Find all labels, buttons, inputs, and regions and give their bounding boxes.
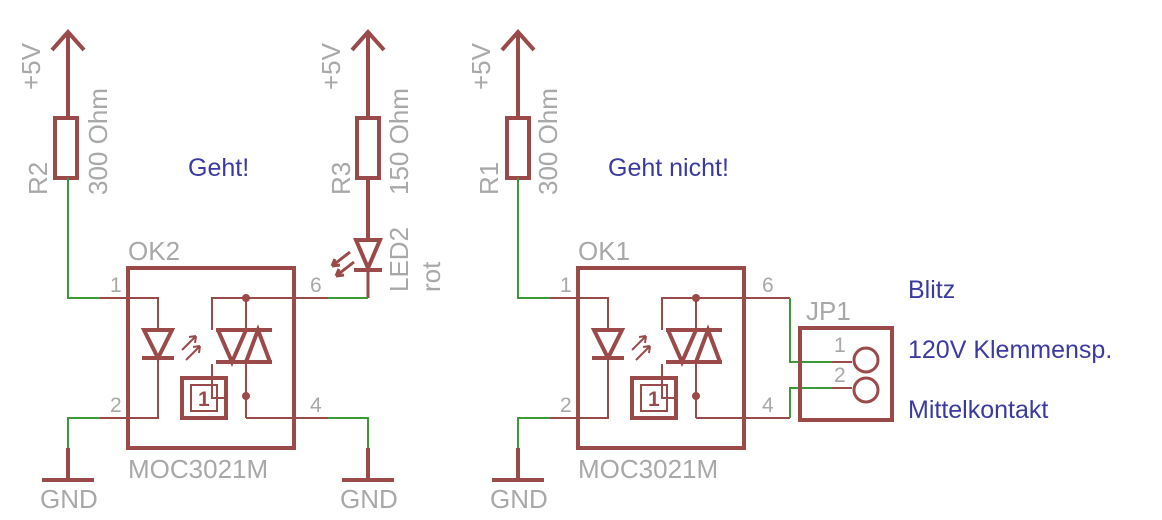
gnd-label-right: GND <box>340 484 398 514</box>
ok1-pin1-label: 1 <box>560 274 572 297</box>
ok1-pin6-label: 6 <box>762 274 774 297</box>
resistor-r3-value: 150 Ohm <box>384 88 414 195</box>
ok2-zero-cross-box <box>180 376 228 420</box>
wire-r2-pin1 <box>67 178 100 299</box>
ok2-pin4-label: 4 <box>310 394 322 417</box>
led2-color: rot <box>416 261 446 292</box>
circuit-b: +5V R1 300 Ohm Geht nicht! OK1 MOC3021M … <box>466 28 1112 514</box>
resistor-r2-name: R2 <box>23 162 53 195</box>
led2 <box>330 238 384 298</box>
gnd-label-b: GND <box>490 484 548 514</box>
ok1-value: MOC3021M <box>578 454 718 484</box>
ok2-name: OK2 <box>128 236 180 266</box>
wire-pin4-gnd <box>328 417 369 448</box>
resistor-r1-value: 300 Ohm <box>533 88 563 195</box>
note-blitz: Blitz <box>908 276 955 304</box>
jp1-pin2-label: 2 <box>834 364 846 387</box>
gnd-symbol-b <box>492 448 544 482</box>
wire-r1-pin1 <box>517 178 550 299</box>
led2-name: LED2 <box>384 227 414 292</box>
supply-label-r3: +5V <box>316 42 346 90</box>
ok2-pin1-label: 1 <box>110 274 122 297</box>
resistor-r3 <box>355 116 381 180</box>
resistor-r1 <box>505 116 531 180</box>
ok1-pin2-label: 2 <box>560 394 572 417</box>
wire-pin6-jp1 <box>789 298 832 363</box>
supply-label-r1: +5V <box>466 42 496 90</box>
ok1-zero-cross-inner <box>640 384 668 412</box>
wire-pin4-jp1 <box>789 387 832 418</box>
resistor-r2-value: 300 Ohm <box>83 88 113 195</box>
ok1-name: OK1 <box>578 236 630 266</box>
ok2-value: MOC3021M <box>128 454 268 484</box>
ok1-zero-cross-box <box>630 376 678 420</box>
circuit-a: +5V R2 300 Ohm Geht! +5V R3 150 Ohm LED2… <box>16 28 446 514</box>
ok2-pin2-label: 2 <box>110 394 122 417</box>
ok2-triac <box>211 294 294 419</box>
ok2-internal-led <box>128 297 201 419</box>
gnd-symbol-right <box>342 448 394 482</box>
note-mittelkontakt: Mittelkontakt <box>908 396 1048 424</box>
jp1-name: JP1 <box>806 296 851 326</box>
wire-ok1-pin2-gnd <box>517 417 550 448</box>
supply-arrow-r3 <box>350 28 386 118</box>
optocoupler-ok1 <box>576 266 746 450</box>
supply-label-r2: +5V <box>16 42 46 90</box>
resistor-r2 <box>53 116 79 180</box>
ok1-internal-led <box>578 297 651 419</box>
supply-arrow-r2 <box>50 28 86 118</box>
gnd-symbol-left <box>42 448 94 482</box>
jp1-pin2-contact <box>852 376 880 404</box>
wire-pin2-gnd <box>67 417 100 478</box>
gnd-label-left: GND <box>40 484 98 514</box>
resistor-r1-name: R1 <box>474 162 504 195</box>
ok2-zero-cross-inner <box>190 384 218 412</box>
jp1-pin1-label: 1 <box>834 334 846 357</box>
supply-arrow-r1 <box>500 28 536 118</box>
jp1-pin1-contact <box>852 346 880 374</box>
connector-jp1 <box>798 326 894 422</box>
ok1-pin4-label: 4 <box>762 394 774 417</box>
ok1-zero-cross-label: 1 <box>648 388 660 411</box>
optocoupler-ok2 <box>126 266 296 450</box>
status-note-b: Geht nicht! <box>608 154 729 182</box>
ok1-triac <box>661 294 744 419</box>
status-note-a: Geht! <box>188 154 249 182</box>
ok2-pin6-label: 6 <box>310 274 322 297</box>
resistor-r3-name: R3 <box>326 162 356 195</box>
note-klemmenspannung: 120V Klemmensp. <box>908 336 1112 364</box>
ok2-zero-cross-label: 1 <box>198 388 210 411</box>
